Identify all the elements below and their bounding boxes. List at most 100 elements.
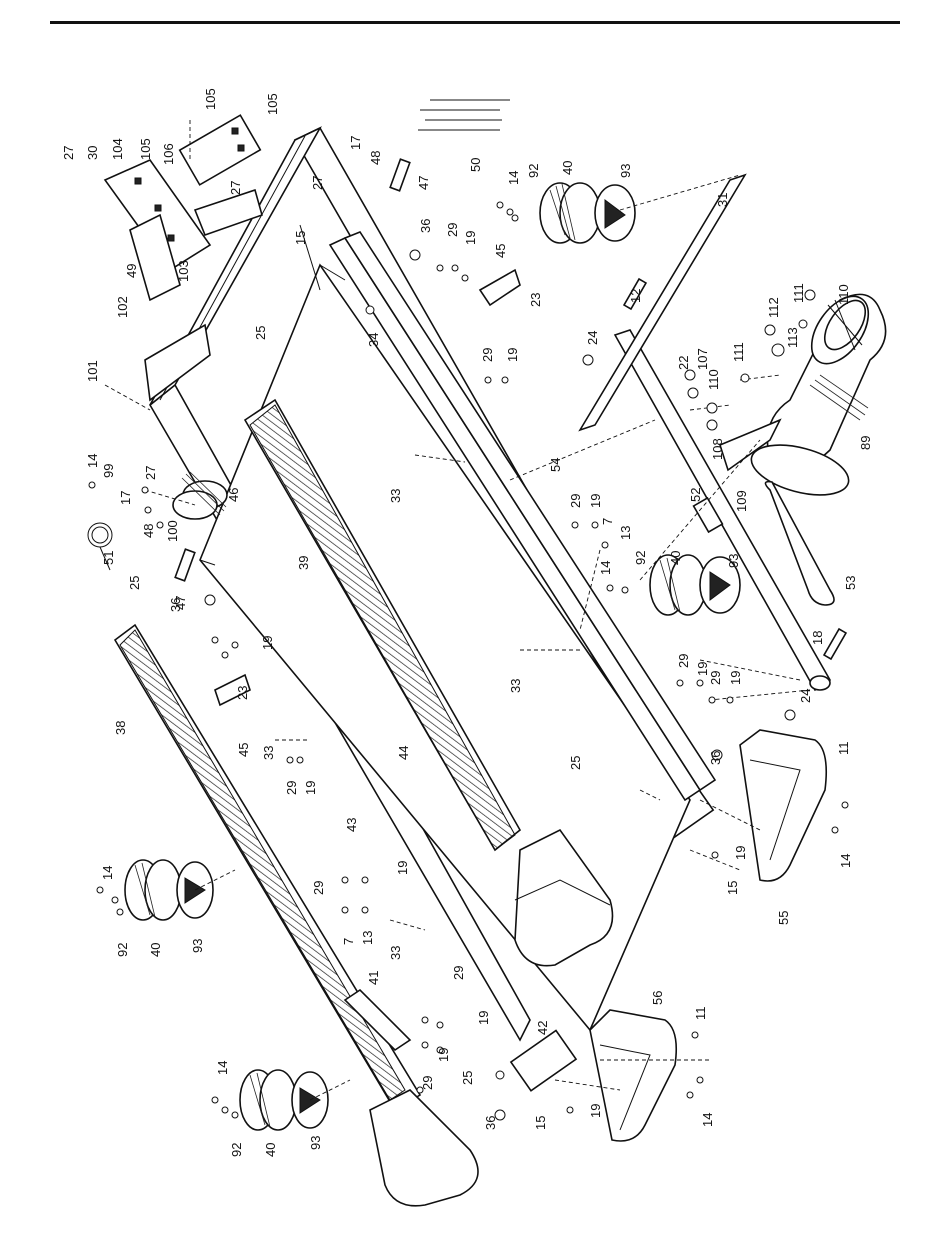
tube-31 — [578, 173, 747, 432]
callout: 14 — [85, 454, 100, 468]
callout: 25 — [568, 756, 583, 770]
callout: 30 — [85, 146, 100, 160]
callout: 25 — [460, 1071, 475, 1085]
callout: 43 — [344, 818, 359, 832]
axle-47-left — [174, 548, 196, 582]
callout: 55 — [776, 911, 791, 925]
foot-rail-39 — [243, 398, 522, 852]
callout: 40 — [560, 161, 575, 175]
callout: 38 — [113, 721, 128, 735]
callout: 19 — [695, 662, 710, 676]
callout: 104 — [110, 138, 125, 160]
bolt-18 — [822, 627, 848, 661]
callout: 113 — [785, 327, 800, 348]
callout: 39 — [296, 556, 311, 570]
callout: 29 — [311, 881, 326, 895]
callout: 105 — [138, 138, 153, 160]
callout: 40 — [148, 943, 163, 957]
callout: 92 — [633, 551, 648, 565]
callout: 19 — [436, 1048, 451, 1062]
callout: 105 — [203, 88, 218, 110]
callout: 24 — [798, 689, 813, 703]
callout: 102 — [115, 296, 130, 318]
callout: 100 — [165, 520, 180, 542]
foot-rail-38 — [113, 623, 422, 1112]
callout: 14 — [215, 1061, 230, 1075]
callout: 108 — [710, 438, 725, 460]
callout: 29 — [676, 654, 691, 668]
bracket-109 — [719, 418, 782, 472]
callout: 105 — [265, 93, 280, 115]
callout: 109 — [734, 490, 749, 512]
callout: 34 — [366, 333, 381, 347]
callout: 11 — [836, 742, 851, 756]
rear-endcap-right — [514, 828, 614, 967]
callout: 36 — [708, 751, 723, 765]
callout: 19 — [476, 1011, 491, 1025]
callout: 12 — [628, 289, 643, 303]
callout: 27 — [61, 146, 76, 160]
callout: 19 — [733, 846, 748, 860]
upright-bracket-left — [144, 323, 211, 402]
callout: 25 — [127, 576, 142, 590]
callout: 46 — [226, 488, 241, 502]
callout: 101 — [85, 360, 100, 382]
callout: 19 — [588, 1104, 603, 1118]
callout: 52 — [688, 488, 703, 502]
motor-89 — [719, 293, 887, 496]
callout: 7 — [600, 518, 615, 525]
callout: 47 — [173, 596, 188, 610]
callout: 89 — [858, 436, 873, 450]
callout: 29 — [284, 781, 299, 795]
flywheel-left-mid — [124, 859, 214, 921]
top-rule — [50, 21, 900, 24]
bracket-49 — [129, 213, 181, 302]
callout: 19 — [260, 636, 275, 650]
callout: 27 — [310, 176, 325, 190]
callout: 44 — [396, 746, 411, 760]
callout: 19 — [505, 348, 520, 362]
callout: 48 — [141, 524, 156, 538]
bolt-12 — [622, 277, 648, 311]
callout: 7 — [341, 938, 356, 945]
callout: 17 — [118, 491, 133, 505]
callout: 110 — [836, 284, 851, 305]
callout: 106 — [161, 143, 176, 165]
callout: 103 — [176, 260, 191, 282]
callout: 19 — [303, 781, 318, 795]
callout: 93 — [308, 1136, 323, 1150]
hood-part-106 — [178, 114, 262, 186]
callout: 93 — [618, 164, 633, 178]
drive-belt-53 — [764, 480, 835, 606]
callout: 13 — [618, 526, 633, 540]
callout: 33 — [388, 946, 403, 960]
flywheel-right-mid — [649, 554, 741, 616]
callout: 50 — [468, 158, 483, 172]
callout: 54 — [548, 458, 563, 472]
axle-47-right — [389, 158, 411, 192]
callout: 24 — [585, 331, 600, 345]
callout: 14 — [838, 854, 853, 868]
callout: 93 — [726, 554, 741, 568]
callout: 19 — [463, 231, 478, 245]
callout: 29 — [451, 966, 466, 980]
callout: 33 — [508, 679, 523, 693]
callout: 13 — [360, 931, 375, 945]
callout: 51 — [101, 551, 116, 565]
callout: 18 — [810, 631, 825, 645]
callout: 19 — [395, 861, 410, 875]
callout: 36 — [418, 219, 433, 233]
callout: 36 — [168, 598, 183, 612]
callout: 112 — [766, 297, 781, 318]
rear-cover-55 — [739, 729, 828, 882]
callout: 25 — [253, 326, 268, 340]
callout: 33 — [261, 746, 276, 760]
callout: 27 — [143, 466, 158, 480]
callout: 17 — [348, 136, 363, 150]
decal-41 — [343, 988, 412, 1052]
callout: 92 — [115, 943, 130, 957]
callout: 36 — [483, 1116, 498, 1130]
callout: 47 — [416, 176, 431, 190]
